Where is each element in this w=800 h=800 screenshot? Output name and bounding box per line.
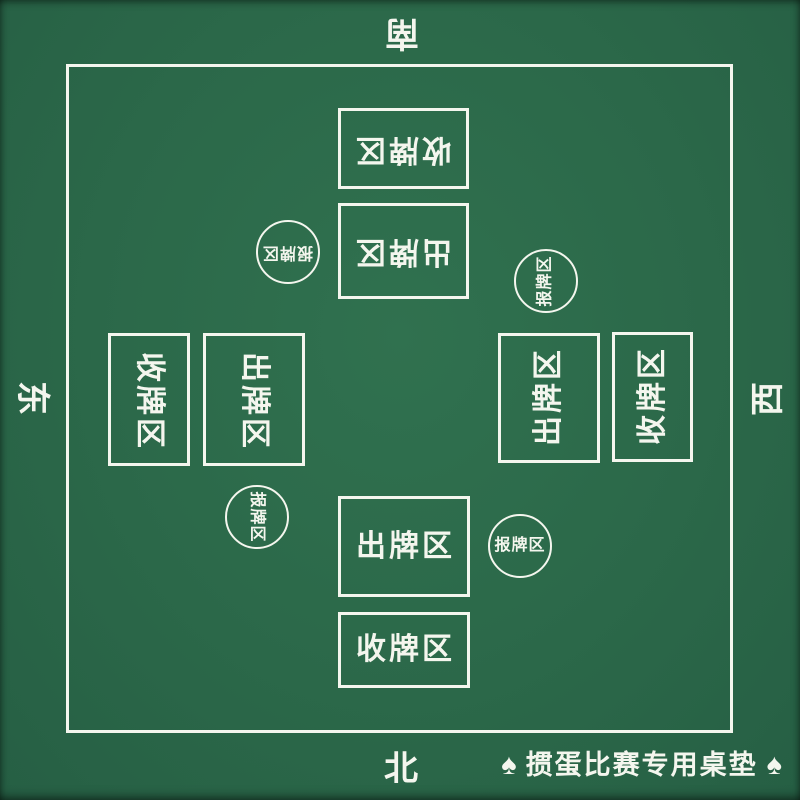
west-collect-zone: 收牌区	[612, 332, 693, 462]
north-collect-zone: 收牌区	[338, 612, 470, 688]
west-play-label: 出牌区	[532, 347, 565, 446]
direction-label-south: 南	[385, 14, 419, 52]
spade-icon-right: ♠	[766, 749, 782, 781]
table-border	[66, 64, 733, 733]
south-report-label: 报牌区	[262, 244, 314, 261]
direction-label-north: 北	[384, 750, 418, 788]
spade-icon-left: ♠	[501, 749, 517, 781]
south-collect-label: 收牌区	[352, 132, 452, 166]
west-collect-label: 收牌区	[635, 346, 669, 445]
west-report-label: 报牌区	[536, 255, 554, 307]
north-report-circle: 报牌区	[488, 514, 552, 578]
brand-text: 掼蛋比赛专用桌垫	[525, 750, 758, 780]
north-collect-label: 收牌区	[356, 633, 455, 666]
brand-line: ♠ 掼蛋比赛专用桌垫 ♠	[501, 751, 782, 780]
east-report-label: 报牌区	[248, 491, 266, 543]
north-play-label: 出牌区	[356, 529, 455, 563]
east-report-circle: 报牌区	[225, 485, 289, 549]
south-collect-zone: 收牌区	[338, 108, 469, 189]
north-play-zone: 出牌区	[338, 496, 470, 597]
east-play-label: 出牌区	[238, 351, 271, 451]
direction-label-east: 东	[13, 381, 51, 415]
west-report-circle: 报牌区	[514, 249, 578, 313]
south-play-label: 出牌区	[352, 235, 452, 268]
north-report-label: 报牌区	[494, 537, 546, 554]
direction-label-west: 西	[749, 382, 787, 416]
east-collect-zone: 收牌区	[108, 333, 190, 466]
south-report-circle: 报牌区	[256, 220, 320, 284]
west-play-zone: 出牌区	[498, 333, 600, 463]
south-play-zone: 出牌区	[338, 203, 469, 299]
east-collect-label: 收牌区	[133, 351, 166, 451]
east-play-zone: 出牌区	[203, 333, 305, 466]
